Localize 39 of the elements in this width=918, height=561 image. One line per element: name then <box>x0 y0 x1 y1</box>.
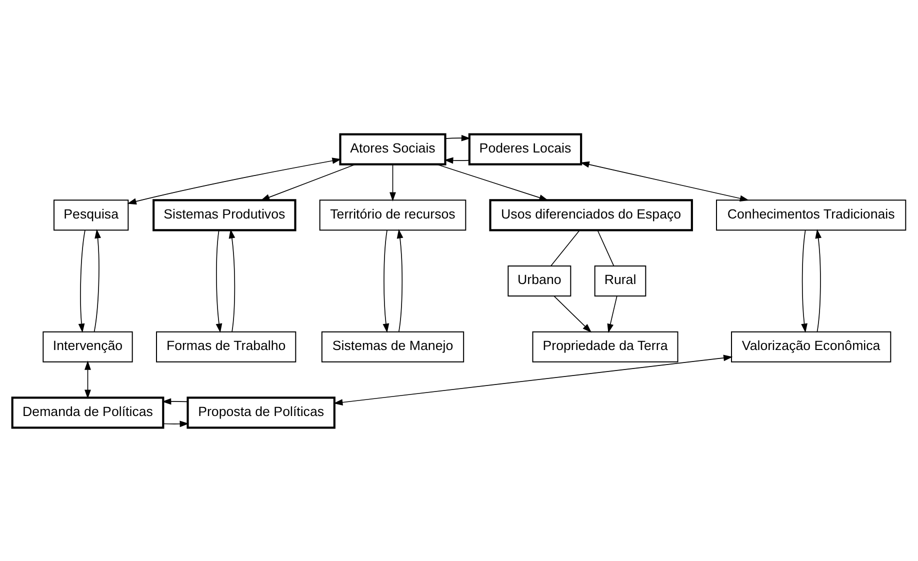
arrow <box>84 360 91 398</box>
node-box: Conhecimentos Tradicionais <box>716 199 906 230</box>
arrow <box>162 398 188 404</box>
node-box: Território de recursos <box>319 199 466 230</box>
arrow <box>801 230 808 332</box>
arrow <box>436 164 548 200</box>
node-box: Pesquisa <box>54 199 129 230</box>
node-box: Usos diferenciados do Espaço <box>489 198 693 231</box>
node-box: Demanda de Políticas <box>11 396 164 428</box>
arrow <box>78 230 86 332</box>
node-box: Poderes Locais <box>468 132 582 165</box>
node-box: Atores Sociais <box>339 132 446 165</box>
arrow <box>228 228 236 332</box>
node-box: Valorização Econômica <box>731 330 892 362</box>
connector <box>597 229 614 266</box>
arrow <box>390 164 396 201</box>
node-box: Propriedade da Terra <box>532 330 678 362</box>
arrow <box>580 160 750 202</box>
arrow <box>260 164 356 200</box>
node-box: Urbano <box>508 265 572 296</box>
connector <box>550 229 580 266</box>
arrow <box>382 230 390 332</box>
node-box: Formas de Trabalho <box>156 330 296 362</box>
arrow <box>94 228 101 332</box>
arrow <box>216 230 222 332</box>
arrow <box>162 420 189 427</box>
arrow <box>444 156 470 164</box>
arrow <box>607 295 618 333</box>
arrow <box>554 295 592 332</box>
arrow <box>444 134 471 141</box>
node-box: Intervenção <box>42 330 133 362</box>
node-box: Rural <box>594 265 646 296</box>
arrow <box>396 228 404 332</box>
arrow <box>334 354 733 406</box>
node-box: Sistemas de Manejo <box>321 330 464 362</box>
node-box: Proposta de Políticas <box>186 396 336 428</box>
arrow <box>815 228 822 332</box>
arrow <box>127 157 342 204</box>
node-box: Sistemas Produtivos <box>152 198 296 231</box>
